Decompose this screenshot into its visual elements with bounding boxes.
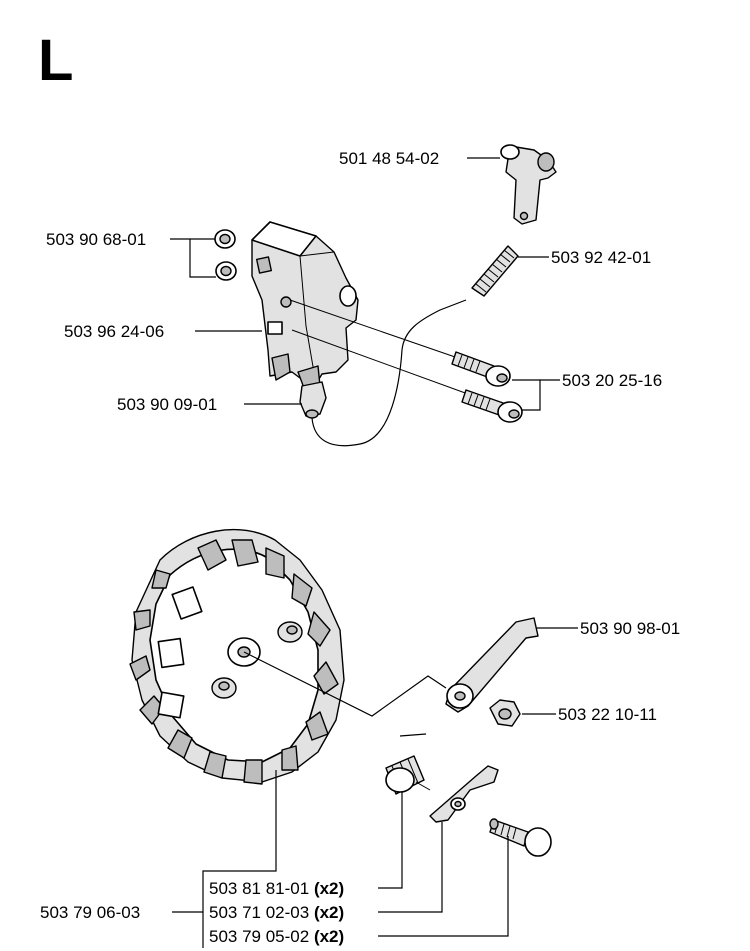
pin-icon (489, 818, 552, 857)
svg-text:503 81 81-01 (x2): 503 81 81-01 (x2) (209, 879, 344, 898)
part-number-ignition-module: 503 96 24-06 (64, 322, 164, 341)
part-number-flywheel-spring: 503 81 81-01 (209, 879, 309, 898)
spring-icon (471, 245, 519, 297)
pawl-icon (429, 765, 499, 823)
part-number-lever: 503 90 98-01 (580, 619, 680, 638)
part-number-plug-connector: 503 90 09-01 (117, 395, 217, 414)
lever-icon (445, 617, 539, 713)
quantity-pawl: (x2) (314, 903, 344, 922)
quantity-flywheel-spring: (x2) (314, 879, 344, 898)
label-flywheel-spring: 503 81 81-01 (x2) (209, 879, 344, 898)
spark-plug-boot-icon (500, 144, 557, 225)
part-number-spark-plug-boot: 501 48 54-02 (339, 149, 439, 168)
washer-icon (214, 229, 237, 281)
part-number-flywheel: 503 79 06-03 (40, 903, 140, 922)
part-number-pin: 503 79 05-02 (209, 927, 309, 946)
part-number-pawl: 503 71 02-03 (209, 903, 309, 922)
plug-connector-icon (299, 299, 467, 447)
label-pawl: 503 71 02-03 (x2) (209, 903, 344, 922)
part-number-spring: 503 92 42-01 (551, 248, 651, 267)
part-number-washers: 503 90 68-01 (46, 230, 146, 249)
svg-text:503 71 02-03 (x2): 503 71 02-03 (x2) (209, 903, 344, 922)
label-pin: 503 79 05-02 (x2) (209, 927, 344, 946)
flywheel-icon (129, 528, 345, 785)
svg-text:503 79 05-02 (x2): 503 79 05-02 (x2) (209, 927, 344, 946)
screw-icon (289, 299, 523, 423)
section-letter: L (38, 28, 73, 93)
nut-icon (489, 699, 521, 727)
quantity-pin: (x2) (314, 927, 344, 946)
part-number-screws: 503 20 25-16 (562, 371, 662, 390)
part-number-nut: 503 22 10-11 (558, 705, 657, 724)
flywheel-spring-icon (385, 755, 425, 795)
ignition-module-icon (251, 221, 359, 389)
